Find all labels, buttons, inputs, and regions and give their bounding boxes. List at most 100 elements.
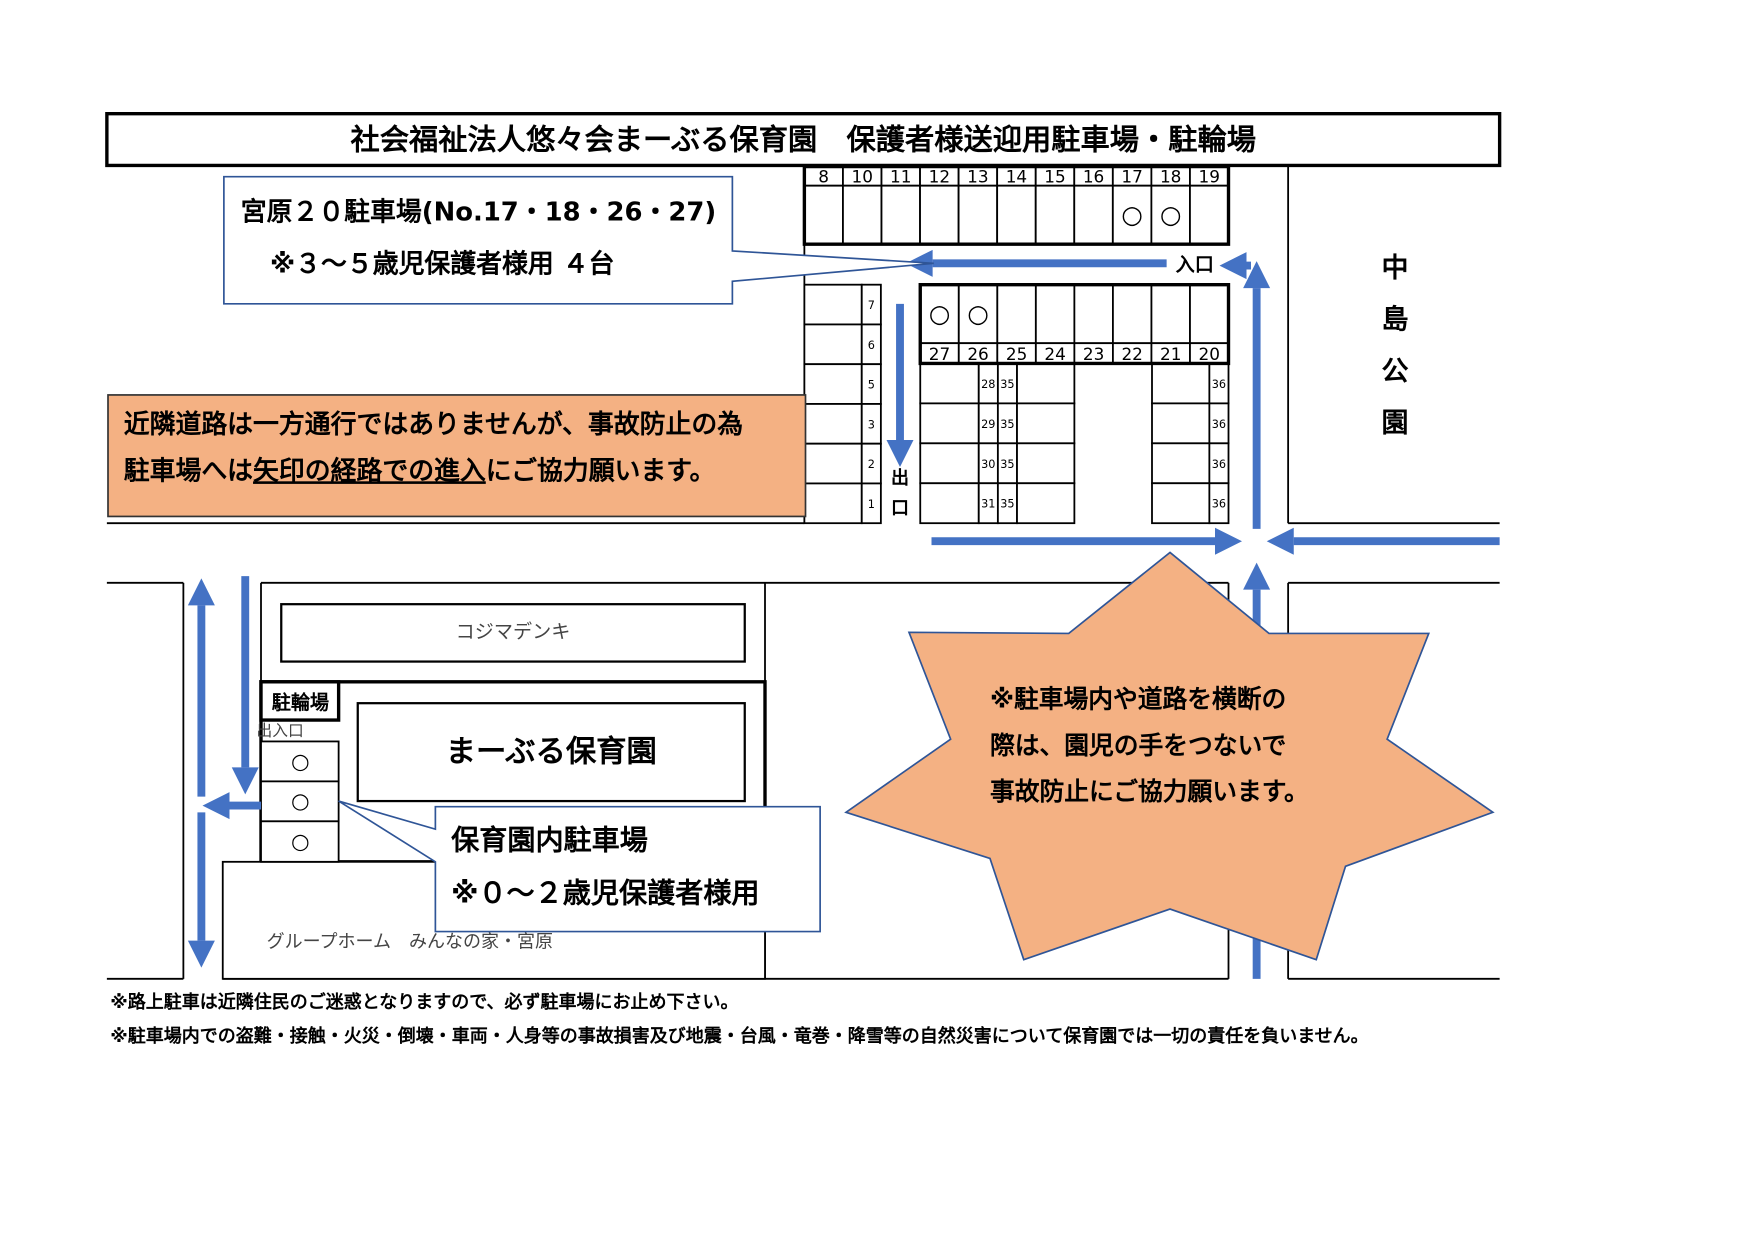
space-number: 18 [1160, 166, 1181, 186]
parking-space [842, 184, 883, 246]
space-number: 28 [981, 378, 995, 391]
space-number: 20 [1199, 344, 1220, 364]
reserved-mark: ○ [1160, 200, 1182, 229]
parking-space [1073, 283, 1114, 345]
parking-space [1151, 402, 1211, 445]
parking-mark: ○ [291, 829, 310, 854]
south-arrow-driveway [231, 576, 259, 795]
park-name-char: 園 [1382, 408, 1409, 439]
arrow-head [1243, 261, 1271, 289]
parking-space [1150, 184, 1191, 246]
group-home-label: グループホーム みんなの家・宮原 [267, 931, 553, 952]
route-note: 近隣道路は一方通行ではありませんが、事故防止の為 駐車場へは矢印の経路での進入に… [107, 394, 807, 518]
space-number: 36 [1212, 378, 1226, 391]
parking-space [919, 184, 960, 246]
space-number: 36 [1212, 498, 1226, 511]
parking-space [996, 184, 1037, 246]
route-note-line1: 近隣道路は一方通行ではありませんが、事故防止の為 [124, 409, 743, 440]
north-arrow-left [187, 578, 215, 797]
footnote: ※駐車場内での盗難・接触・火災・倒壊・車両・人身等の事故損害及び地震・台風・竜巻… [110, 1025, 1368, 1047]
bicycle-parking-label: 駐輪場 [272, 691, 329, 714]
parking-space [1073, 184, 1114, 246]
route-note-post: にご協力願います。 [486, 455, 716, 486]
parking-space [803, 363, 863, 405]
park-name-char: 公 [1382, 356, 1409, 387]
arrow-head [1215, 527, 1242, 555]
reserved-mark: ○ [1121, 200, 1143, 229]
entrance-arrow [1219, 252, 1251, 280]
space-number: 35 [1000, 378, 1014, 391]
space-number: 5 [868, 379, 875, 392]
space-number: 2 [868, 458, 875, 471]
space-number: 31 [981, 498, 995, 511]
callout-miyahara: 宮原２０駐車場(No.17・18・26・27) ※３～５歳児保護者様用 ４台 [223, 175, 934, 305]
parking-space [1150, 283, 1191, 345]
parking-space [880, 184, 921, 246]
space-number: 10 [851, 166, 872, 186]
footnote: ※路上駐車は近隣住民のご迷惑となりますので、必ず駐車場にお止め下さい。 [110, 991, 738, 1013]
space-number: 25 [1006, 344, 1027, 364]
star-note-line2: 際は、園児の手をつないで [990, 731, 1286, 760]
safety-star-note: ※駐車場内や道路を横断の 際は、園児の手をつないで 事故防止にご協力願います。 [844, 551, 1495, 961]
callout-nursery-line1: 保育園内駐車場 [451, 823, 648, 856]
parking-space [1189, 184, 1230, 246]
parking-space [919, 442, 980, 485]
parking-space [919, 402, 980, 445]
space-number: 27 [929, 344, 950, 364]
south-arrow-left [187, 812, 215, 968]
route-note-pre: 駐車場へは [124, 456, 253, 486]
exit-label-2: 口 [891, 498, 909, 519]
parking-space [1016, 442, 1076, 485]
star-note-line1: ※駐車場内や道路を横断の [990, 685, 1286, 714]
exit-label-1: 出 [891, 467, 909, 489]
arrow-head [1243, 562, 1271, 590]
reserved-mark: ○ [929, 299, 951, 328]
space-number: 8 [818, 166, 829, 186]
parking-space [1034, 184, 1076, 246]
park-name-char: 中 [1382, 253, 1409, 284]
entry-arrow [905, 249, 1167, 277]
bicycle-parking: 駐輪場 [259, 680, 341, 722]
arrow-head [1266, 527, 1294, 555]
route-note-underlined: 矢印の経路での進入 [253, 455, 486, 486]
space-number: 21 [1160, 344, 1181, 364]
parking-space [803, 283, 863, 326]
entrance-label: 入口 [1176, 253, 1214, 276]
callout-miyahara-line2: ※３～５歳児保護者様用 ４台 [270, 248, 614, 279]
space-number: 19 [1198, 166, 1219, 186]
parking-space [1034, 283, 1076, 345]
space-number: 35 [1000, 498, 1014, 511]
lot-outline-top [802, 164, 1231, 246]
space-number: 15 [1044, 166, 1065, 186]
parking-space [803, 323, 863, 366]
space-number: 7 [868, 299, 875, 312]
arrow-head [1219, 252, 1247, 280]
space-number: 23 [1083, 344, 1104, 364]
page-title: 社会福祉法人悠々会まーぶる保育園 保護者様送迎用駐車場・駐輪場 [350, 123, 1256, 157]
parking-space [803, 442, 863, 485]
parking-space [1151, 442, 1211, 485]
arrow-head [231, 767, 259, 795]
space-number-cell [1208, 482, 1230, 525]
space-number: 22 [1121, 344, 1142, 364]
parking-space [803, 184, 844, 246]
arrow-head [886, 439, 914, 467]
space-number: 17 [1121, 166, 1142, 186]
route-note-line2: 駐車場へは矢印の経路での進入にご協力願います。 [124, 455, 716, 486]
nursery-exit-arrow [202, 792, 261, 820]
parking-space [1189, 283, 1230, 345]
space-number: 11 [890, 166, 911, 186]
reserved-mark: ○ [967, 299, 989, 328]
space-number: 35 [1000, 418, 1014, 431]
nursery-label: まーぶる保育園 [446, 734, 657, 770]
space-number: 12 [929, 166, 950, 186]
parking-space [957, 184, 999, 246]
callout-nursery: 保育園内駐車場 ※０～２歳児保護者様用 [338, 800, 821, 933]
parking-space [803, 482, 863, 525]
westbound-arrow [1266, 527, 1500, 555]
callout-nursery-line2: ※０～２歳児保護者様用 [451, 876, 759, 909]
space-number: 1 [868, 498, 875, 511]
space-number-cell [860, 482, 882, 525]
arrow-head [187, 940, 215, 968]
space-number: 16 [1083, 166, 1104, 186]
